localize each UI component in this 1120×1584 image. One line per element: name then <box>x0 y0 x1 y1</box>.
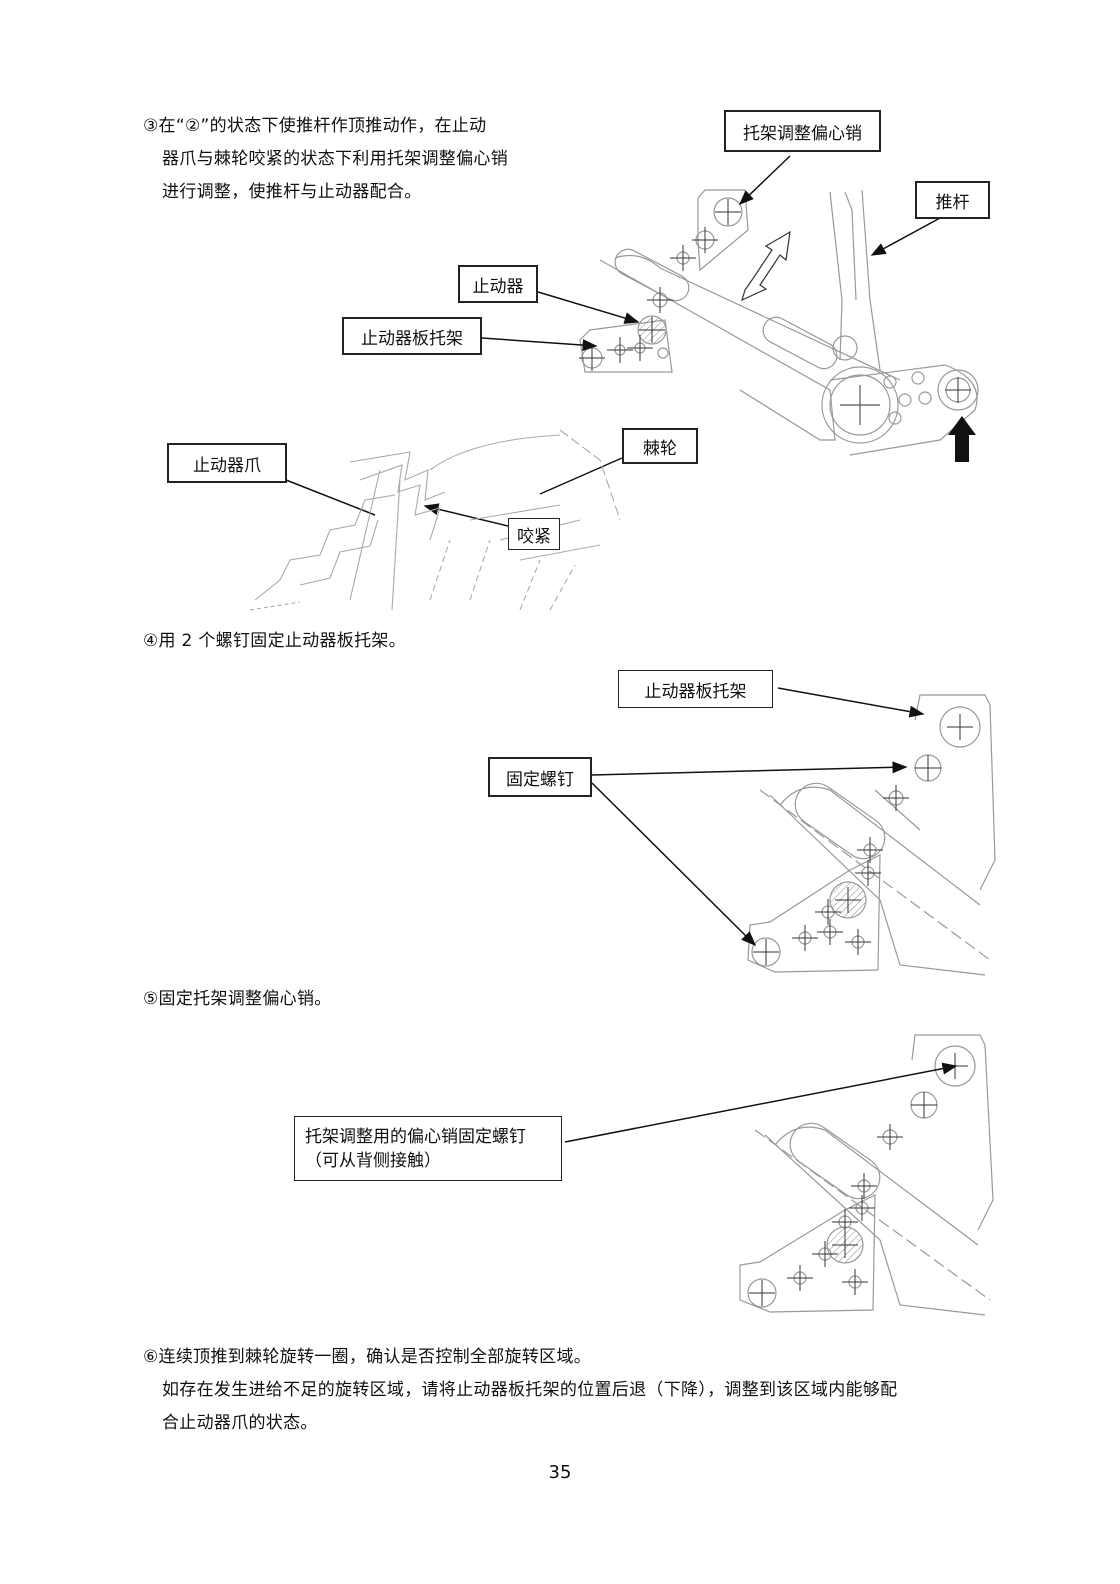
label-engage: 咬紧 <box>508 518 560 550</box>
label-stopper-plate-bracket: 止动器板托架 <box>342 317 482 355</box>
label-stopper-pawl: 止动器爪 <box>167 443 287 483</box>
push-up-arrow-icon <box>948 416 976 462</box>
fig2-crosshairs <box>753 714 973 965</box>
label-stopper: 止动器 <box>458 265 538 303</box>
label-ratchet-wheel: 棘轮 <box>622 428 698 464</box>
label-bracket-eccentric-pin: 托架调整偏心销 <box>724 110 881 152</box>
fig3-crosshairs <box>749 1053 968 1306</box>
label-eccentric-pin-screw-line1: 托架调整用的偏心销固定螺钉 <box>305 1125 526 1149</box>
step6-line1: ⑥连续顶推到棘轮旋转一圈，确认是否控制全部旋转区域。 <box>143 1341 591 1374</box>
step5-text: ⑤固定托架调整偏心销。 <box>143 983 332 1016</box>
label-push-rod: 推杆 <box>915 181 990 219</box>
step6-line2: 如存在发生进给不足的旋转区域，请将止动器板托架的位置后退（下降），调整到该区域内… <box>162 1374 897 1407</box>
label-stopper-plate-bracket-2: 止动器板托架 <box>618 670 773 708</box>
page-number: 35 <box>0 1462 1120 1483</box>
fig2-mechanism <box>748 695 995 975</box>
label-fixing-screw: 固定螺钉 <box>488 757 592 797</box>
label-eccentric-pin-screw-line2: （可从背侧接触） <box>305 1149 441 1173</box>
step6-line3: 合止动器爪的状态。 <box>162 1407 318 1440</box>
label-eccentric-pin-screw: 托架调整用的偏心销固定螺钉 （可从背侧接触） <box>294 1116 562 1181</box>
fig1-ratchet-sketch <box>250 430 620 610</box>
step4-text: ④用 2 个螺钉固定止动器板托架。 <box>143 625 406 658</box>
